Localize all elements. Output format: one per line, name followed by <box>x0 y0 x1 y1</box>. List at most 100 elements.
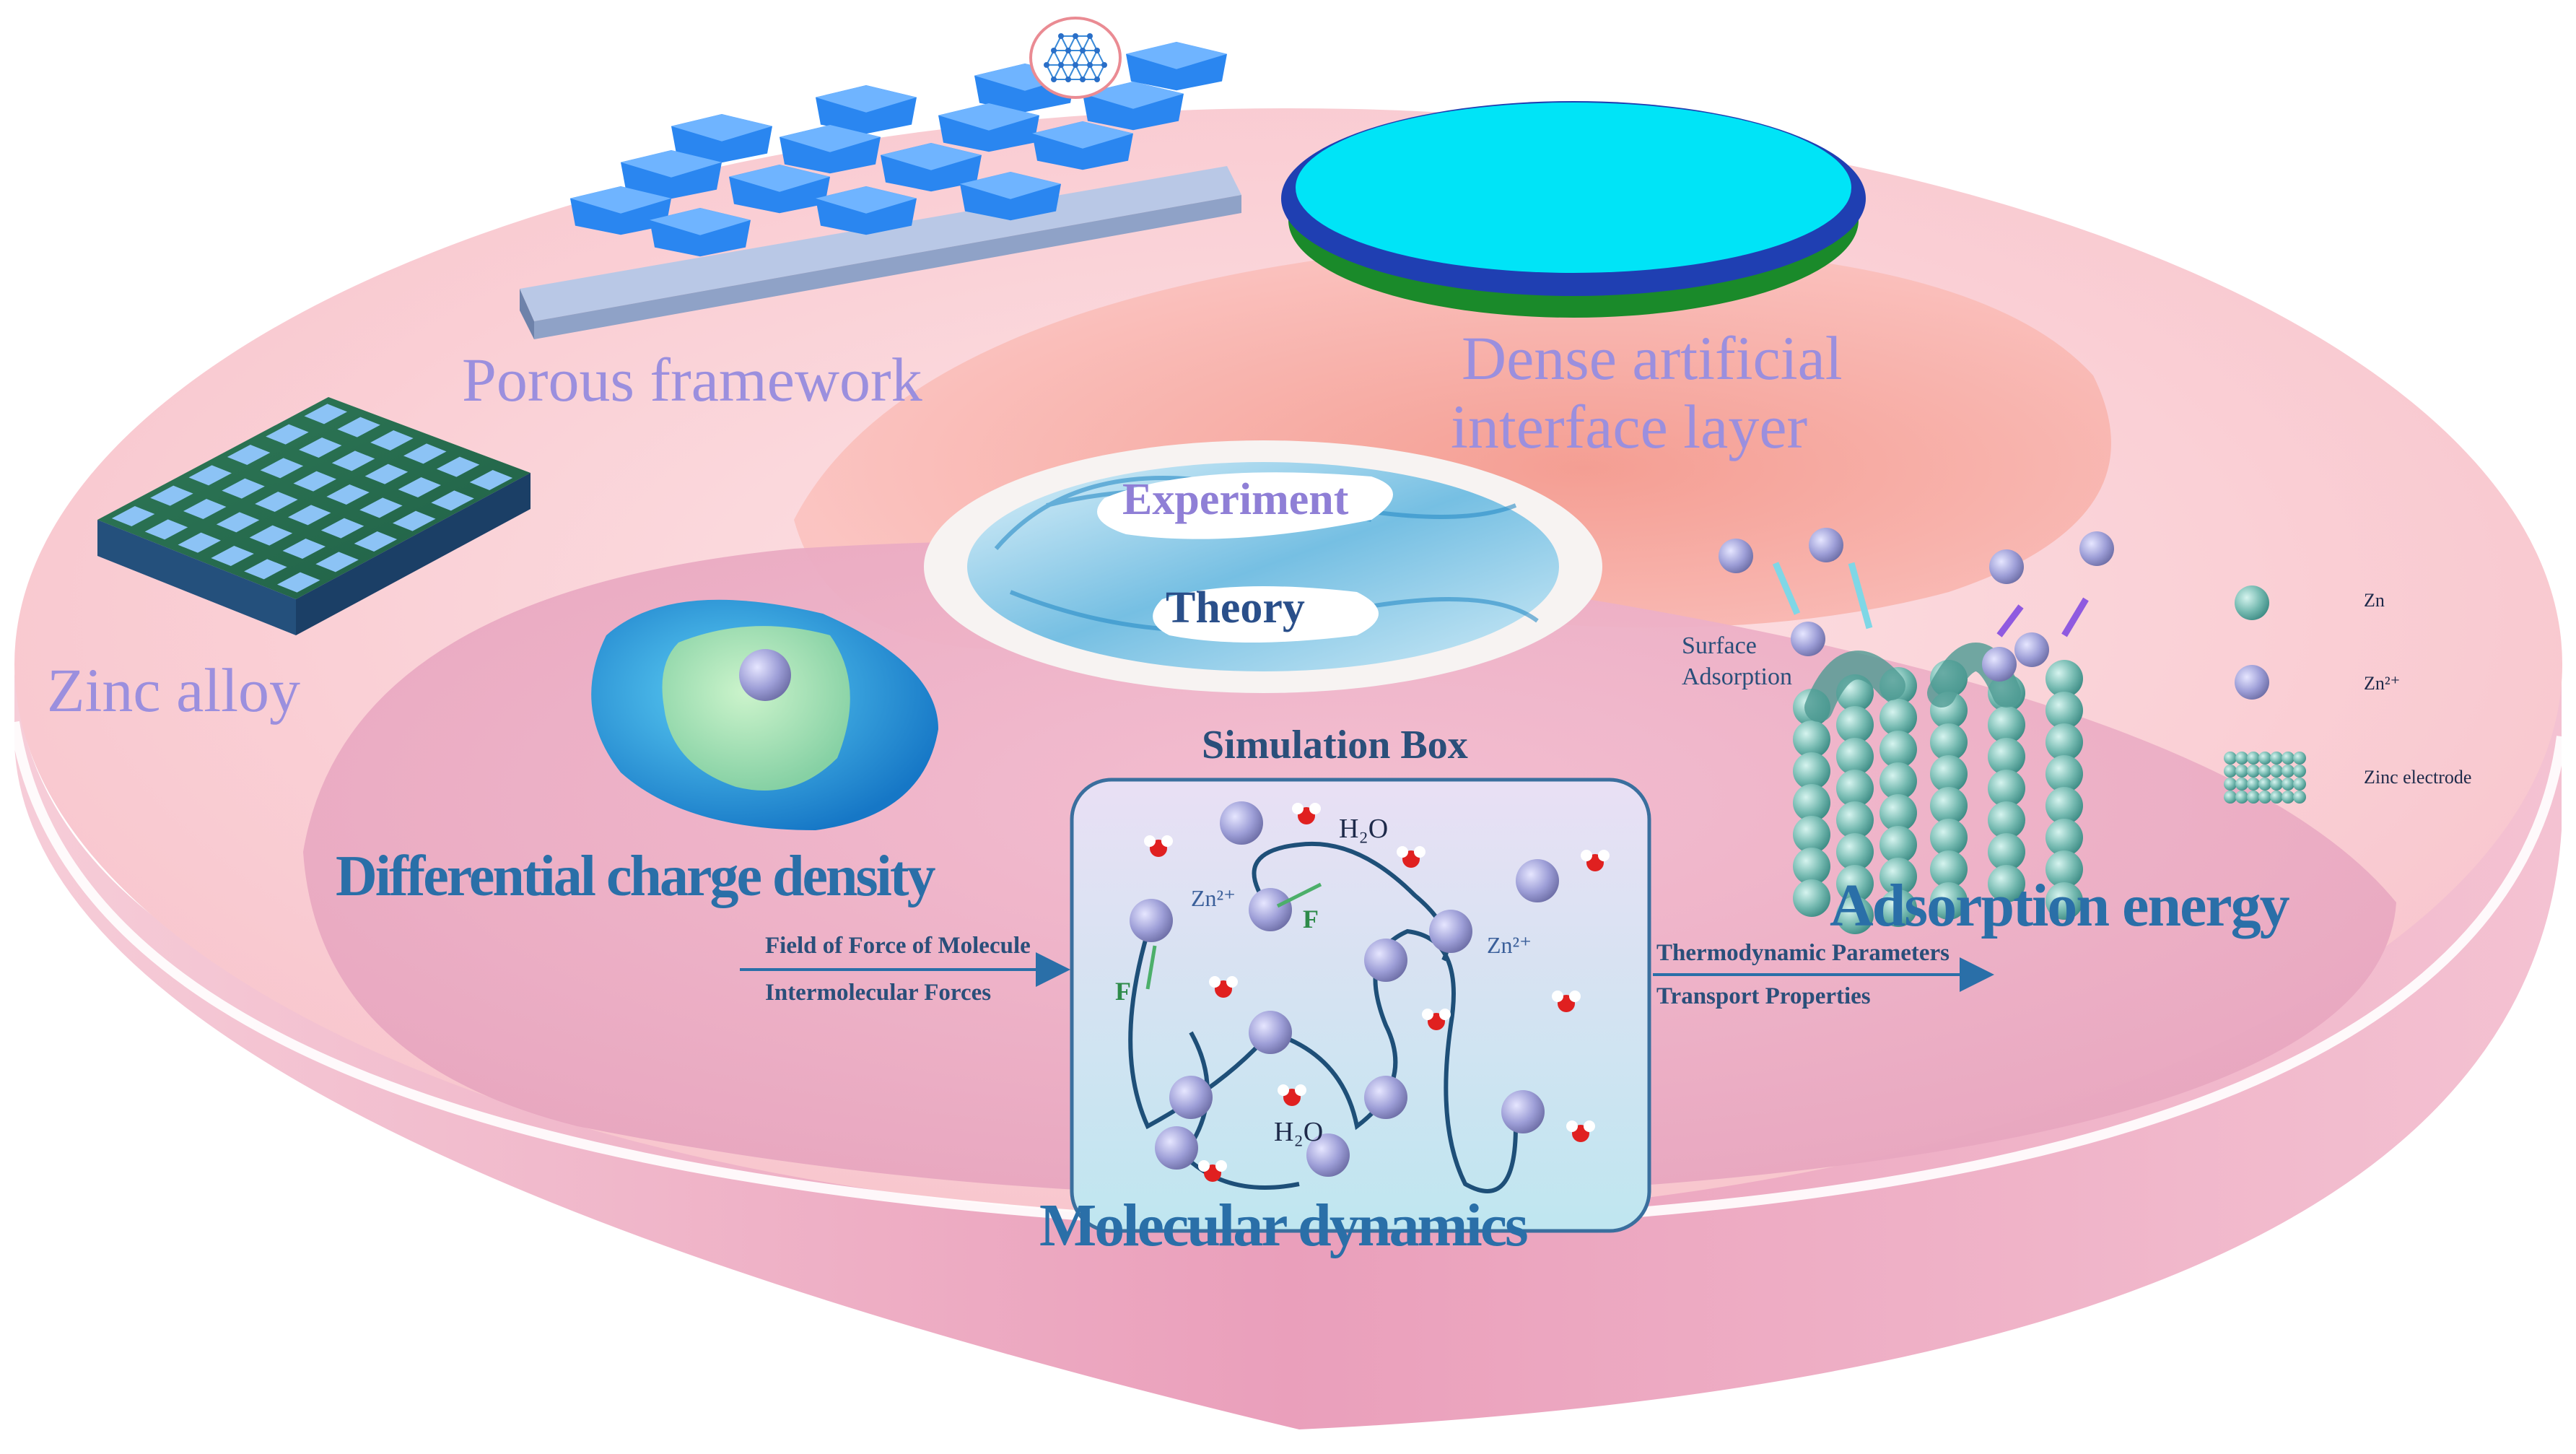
crystal-top-13 <box>816 186 917 214</box>
framework-plate-top <box>520 166 1241 321</box>
zn-atom <box>1879 858 1917 895</box>
alloy-cell <box>469 470 513 490</box>
water-hydrogen-b-3 <box>1598 850 1610 861</box>
alloy-cell <box>211 546 254 566</box>
lattice-node <box>1044 62 1049 68</box>
zn-atom <box>1930 882 1968 920</box>
crystal-top-8 <box>570 186 671 214</box>
zn-atom <box>1879 889 1917 927</box>
legend-electrode-atom <box>2282 791 2295 804</box>
legend-electrode-atom <box>2224 752 2237 765</box>
dense-layer-illustration <box>1281 101 1866 318</box>
alloy-cell <box>183 499 227 519</box>
water-hydrogen-b-6 <box>1569 991 1581 1002</box>
legend-electrode-atom <box>2224 791 2237 804</box>
water-hydrogen-a-2 <box>1397 846 1408 858</box>
zn-atom <box>1793 752 1830 790</box>
zn-atom <box>1879 794 1917 832</box>
zinc-electrode-columns <box>1793 643 2083 934</box>
ads-ion-5 <box>1982 647 2017 682</box>
water-hydrogen-a-9 <box>1566 1120 1578 1132</box>
zn-atom <box>1793 721 1830 758</box>
zn-atom <box>1930 723 1968 761</box>
legend-electrode-label: Zinc electrode <box>2364 767 2471 788</box>
lattice-node <box>1051 77 1057 82</box>
legend-electrode-atom <box>2282 778 2295 791</box>
alloy-cell <box>188 465 232 486</box>
sim-ion-2 <box>1249 888 1292 931</box>
zn-atom <box>2045 660 2083 697</box>
experiment-lobe <box>1097 472 1393 539</box>
alloy-cell <box>370 430 414 450</box>
force-arrow-1 <box>1276 882 1322 908</box>
water-hydrogen-b-8 <box>1215 1160 1227 1172</box>
crystal-top-14 <box>960 172 1061 199</box>
alloy-cell <box>216 512 260 533</box>
legend-electrode-atom <box>2247 752 2260 765</box>
zn-atom <box>1793 848 1830 885</box>
zn-atom <box>1988 865 2025 902</box>
lattice-node <box>1094 48 1100 53</box>
crystal-top-0 <box>671 114 772 142</box>
water-label-1: H₂O <box>1339 814 1388 844</box>
lattice-node <box>1094 77 1100 82</box>
zn-arch-1 <box>1804 650 1905 722</box>
alloy-cell <box>431 490 474 511</box>
zn-atom <box>2045 787 2083 824</box>
lattice-node <box>1087 62 1093 68</box>
alloy-cell <box>266 424 309 445</box>
zinc-alloy-illustration <box>97 397 531 635</box>
experiment-theory-emblem: Experiment Theory <box>924 440 1602 693</box>
lattice-node <box>1080 77 1086 82</box>
alloy-cell <box>249 525 293 546</box>
lattice-node <box>1101 62 1107 68</box>
framework-plate-edge <box>520 289 534 339</box>
water-hydrogen-b-9 <box>1584 1120 1595 1132</box>
zn-atom <box>1836 801 1874 839</box>
alloy-cell <box>282 539 326 559</box>
crystal-top-7 <box>1083 82 1184 109</box>
alloy-cell <box>398 477 441 497</box>
legend-electrode-icon <box>2224 752 2306 804</box>
legend-zn-label: Zn <box>2364 590 2385 611</box>
alloy-cell <box>364 463 409 484</box>
legend-electrode-atom <box>2293 778 2306 791</box>
crystal-top-11 <box>1032 121 1133 149</box>
framework-plate-face <box>534 195 1241 339</box>
water-hydrogen-a-5 <box>1422 1009 1433 1020</box>
zn-atom <box>1930 819 1968 856</box>
zn-atom <box>1988 706 2025 744</box>
crystal-top-5 <box>780 125 881 152</box>
zn-atom <box>2045 723 2083 761</box>
crystal-top-6 <box>938 103 1039 131</box>
adsorption-energy-label: Adsorption energy <box>1830 872 2290 939</box>
legend-zn-sphere <box>2235 585 2269 620</box>
water-hydrogen-b-4 <box>1226 976 1238 988</box>
simulation-box-title: Simulation Box <box>1202 723 1468 767</box>
adsorption-arrow-4 <box>2061 597 2089 637</box>
zn-atom <box>1793 816 1830 853</box>
porous-framework-label: Porous framework <box>462 345 922 414</box>
alloy-cell <box>403 443 447 464</box>
zn-atom <box>1879 762 1917 800</box>
dense-layer-cyan-top <box>1296 103 1851 273</box>
thermodynamic-parameters-label: Thermodynamic Parameters <box>1656 940 1950 966</box>
legend-electrode-atom <box>2235 791 2248 804</box>
sim-ion-9 <box>1155 1126 1198 1170</box>
zn2-label-1: Zn²⁺ <box>1191 885 1236 911</box>
molecular-dynamics-label: Molecular dynamics <box>1039 1192 1527 1259</box>
adsorption-arrow-2 <box>1848 562 1873 630</box>
alloy-cell <box>359 497 403 518</box>
framework-crystals <box>570 42 1227 257</box>
alloy-cell <box>326 484 370 505</box>
zn-atom <box>1988 801 2025 839</box>
legend-electrode-atom <box>2258 765 2271 778</box>
alloy-cell <box>299 437 342 458</box>
sim-ion-3 <box>1429 910 1472 953</box>
zn-atom <box>1988 770 2025 807</box>
legend-electrode-atom <box>2270 765 2283 778</box>
zn-atom <box>1793 784 1830 822</box>
transport-properties-label: Transport Properties <box>1656 983 1871 1009</box>
sim-ion-6 <box>1249 1011 1292 1054</box>
